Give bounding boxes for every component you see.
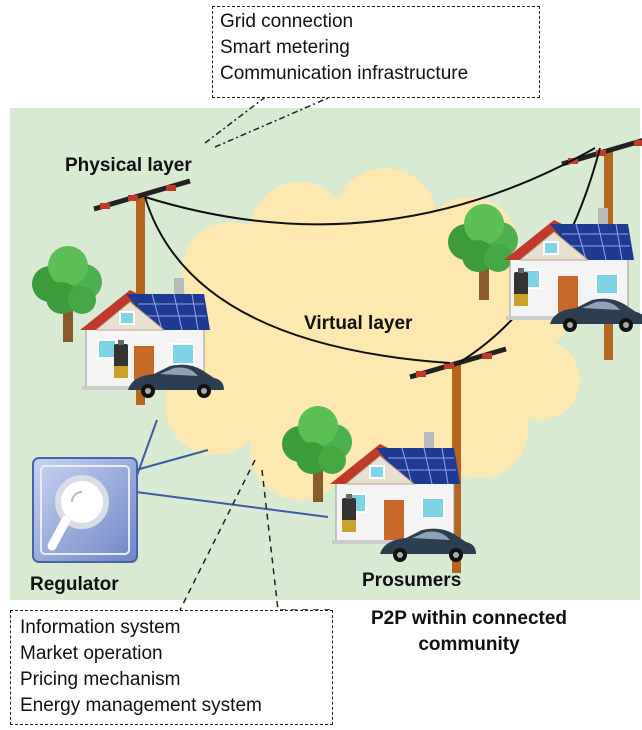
regulator-links — [135, 419, 329, 518]
physical-item-metering: Smart metering — [220, 37, 350, 58]
caption: P2P within connected community — [370, 608, 568, 655]
battery-icon — [514, 268, 528, 306]
magnifier-icon — [47, 475, 109, 551]
virtual-layer-details: Information system Market operation Pric… — [10, 610, 333, 725]
physical-item-grid: Grid connection — [220, 11, 354, 32]
physical-layer-details: Grid connection Smart metering Communica… — [212, 6, 540, 98]
virtual-item-information: Information system — [20, 617, 181, 638]
regulator-icon — [32, 457, 138, 563]
physical-item-communication: Communication infrastructure — [220, 63, 469, 84]
virtual-layer-label: Virtual layer — [304, 313, 413, 334]
battery-icon — [114, 340, 128, 378]
virtual-item-energy: Energy management system — [20, 695, 262, 716]
prosumers-label: Prosumers — [362, 570, 462, 591]
virtual-item-pricing: Pricing mechanism — [20, 669, 181, 690]
physical-layer-label: Physical layer — [65, 155, 192, 176]
regulator-label: Regulator — [30, 574, 119, 595]
physical-layer-connector — [204, 94, 336, 148]
battery-icon — [342, 494, 356, 532]
virtual-item-market: Market operation — [20, 643, 163, 664]
